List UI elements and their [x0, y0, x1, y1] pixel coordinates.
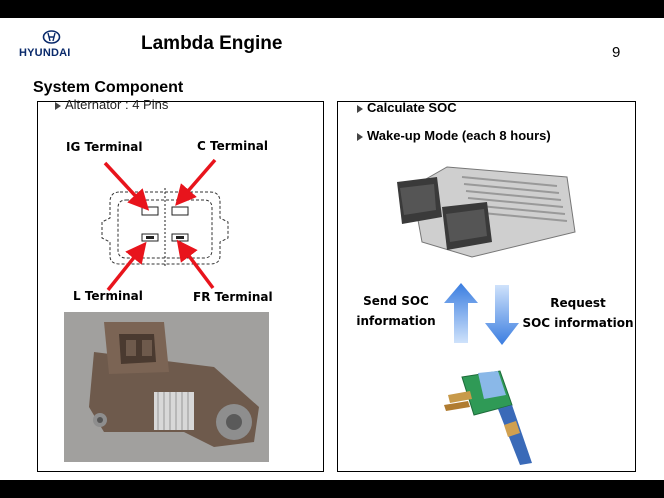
bullet-triangle-icon	[357, 132, 363, 141]
alternator-bullet: Alternator : 4 Pins	[55, 97, 168, 112]
request-soc-caption: Request SOC information	[522, 296, 634, 330]
l-terminal-label: L Terminal	[73, 289, 143, 303]
alternator-regulator-photo	[64, 312, 269, 462]
ig-terminal-label: IG Terminal	[66, 140, 143, 154]
soc-exchange-arrows	[444, 283, 519, 345]
ecu-illustration	[397, 166, 576, 258]
send-up-arrow-icon	[444, 283, 478, 343]
section-title: System Component	[33, 79, 184, 96]
ecu-panel	[337, 101, 636, 472]
brand-wordmark: HYUNDAI	[19, 47, 71, 59]
connector-diagram	[101, 188, 229, 268]
alternator-bullet-text: Alternator : 4 Pins	[65, 97, 169, 112]
alternator-panel	[37, 101, 324, 472]
battery-sensor-illustration	[444, 370, 532, 465]
wake-up-mode-bullet: Wake-up Mode (each 8 hours)	[357, 128, 551, 143]
calculate-soc-bullet: Calculate SOC	[357, 100, 457, 115]
fr-terminal-label: FR Terminal	[193, 290, 273, 304]
bottom-bar	[0, 480, 664, 498]
calculate-soc-text: Calculate SOC	[367, 100, 457, 115]
wake-up-mode-text: Wake-up Mode (each 8 hours)	[367, 128, 551, 143]
c-terminal-label: C Terminal	[197, 139, 269, 153]
bullet-triangle-icon	[357, 104, 363, 113]
hyundai-emblem-icon	[42, 30, 61, 44]
bullet-triangle-icon	[55, 101, 61, 110]
send-soc-caption: Send SOC information	[356, 294, 436, 328]
page-title: Lambda Engine	[141, 33, 283, 54]
page-number: 9	[612, 44, 621, 61]
hyundai-logo: HYUNDAI	[19, 30, 81, 64]
request-down-arrow-icon	[485, 285, 519, 345]
top-bar	[0, 0, 664, 18]
